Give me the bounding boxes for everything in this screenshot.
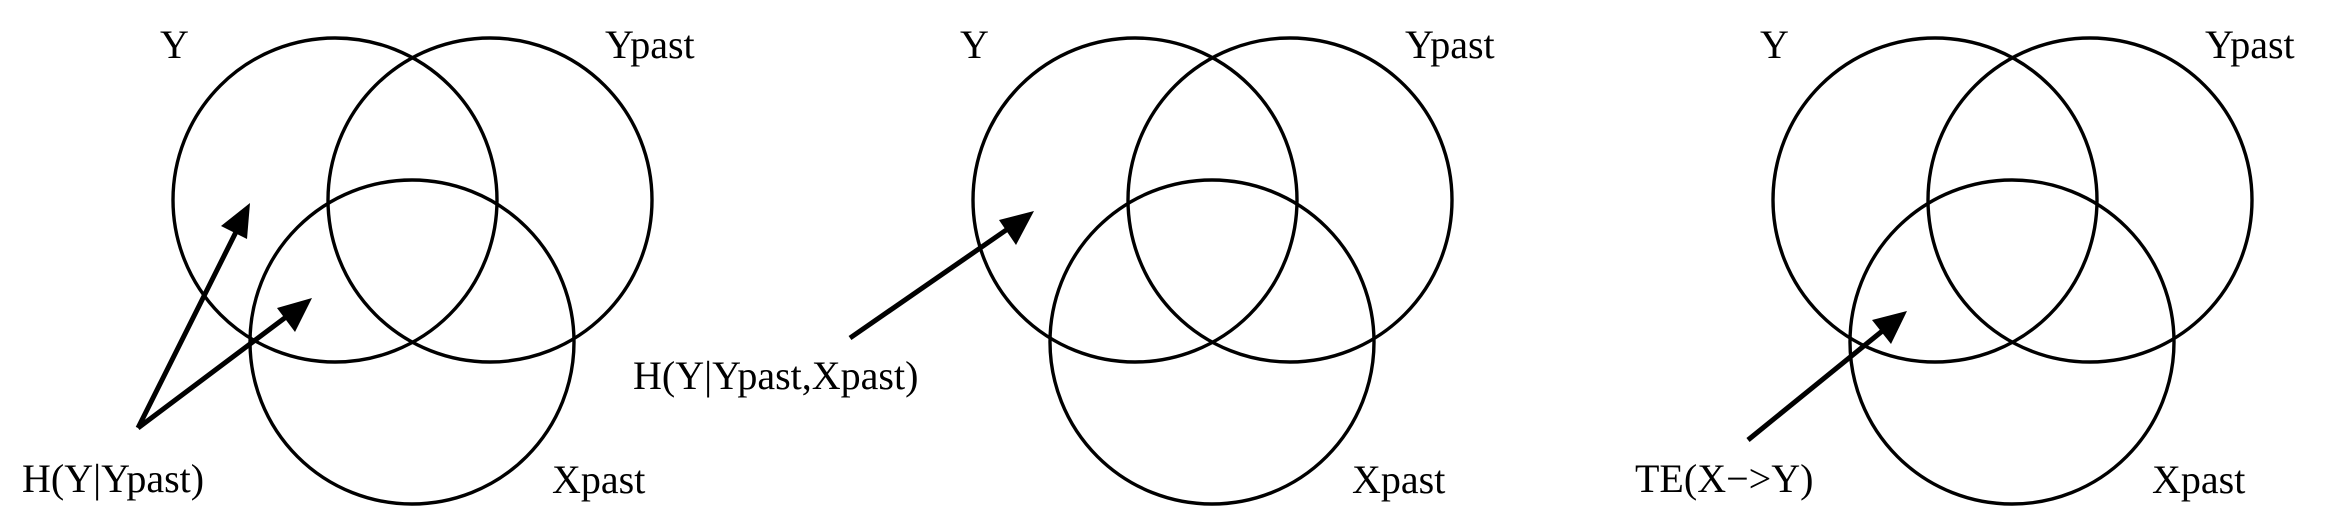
arrow-to-y-xpast-region [1746,311,1907,442]
circle-y-past [326,36,654,364]
label-x-past: Xpast [552,457,645,502]
circle-x-past [1848,178,2176,506]
label-y: Y [1760,22,1789,67]
label-x-past: Xpast [1352,457,1445,502]
circle-y-past [1926,36,2254,364]
circle-y-past [1126,36,1454,364]
arrow-to-y-xpast-region [136,298,312,430]
caption-h-y-given-ypast: H(Y|Ypast) [22,456,204,501]
venn-panel-3: Y Ypast Xpast TE(X−>Y) [1635,22,2295,506]
label-y-past: Ypast [605,22,695,67]
label-y-past: Ypast [1405,22,1495,67]
circle-y [171,36,499,364]
arrow-to-y-only-region [135,203,250,430]
circle-y [1771,36,2099,364]
label-y-past: Ypast [2205,22,2295,67]
label-y: Y [160,22,189,67]
circle-x-past [1048,178,1376,506]
caption-h-y-given-ypast-xpast: H(Y|Ypast,Xpast) [633,353,918,398]
circle-y [971,36,1299,364]
label-x-past: Xpast [2152,457,2245,502]
arrow-to-y-only-region [848,211,1034,341]
label-y: Y [960,22,989,67]
caption-te-x-to-y: TE(X−>Y) [1635,456,1813,501]
venn-panel-2: Y Ypast Xpast H(Y|Ypast,Xpast) [633,22,1495,506]
venn-panel-1: Y Ypast Xpast H(Y|Ypast) [22,22,695,506]
